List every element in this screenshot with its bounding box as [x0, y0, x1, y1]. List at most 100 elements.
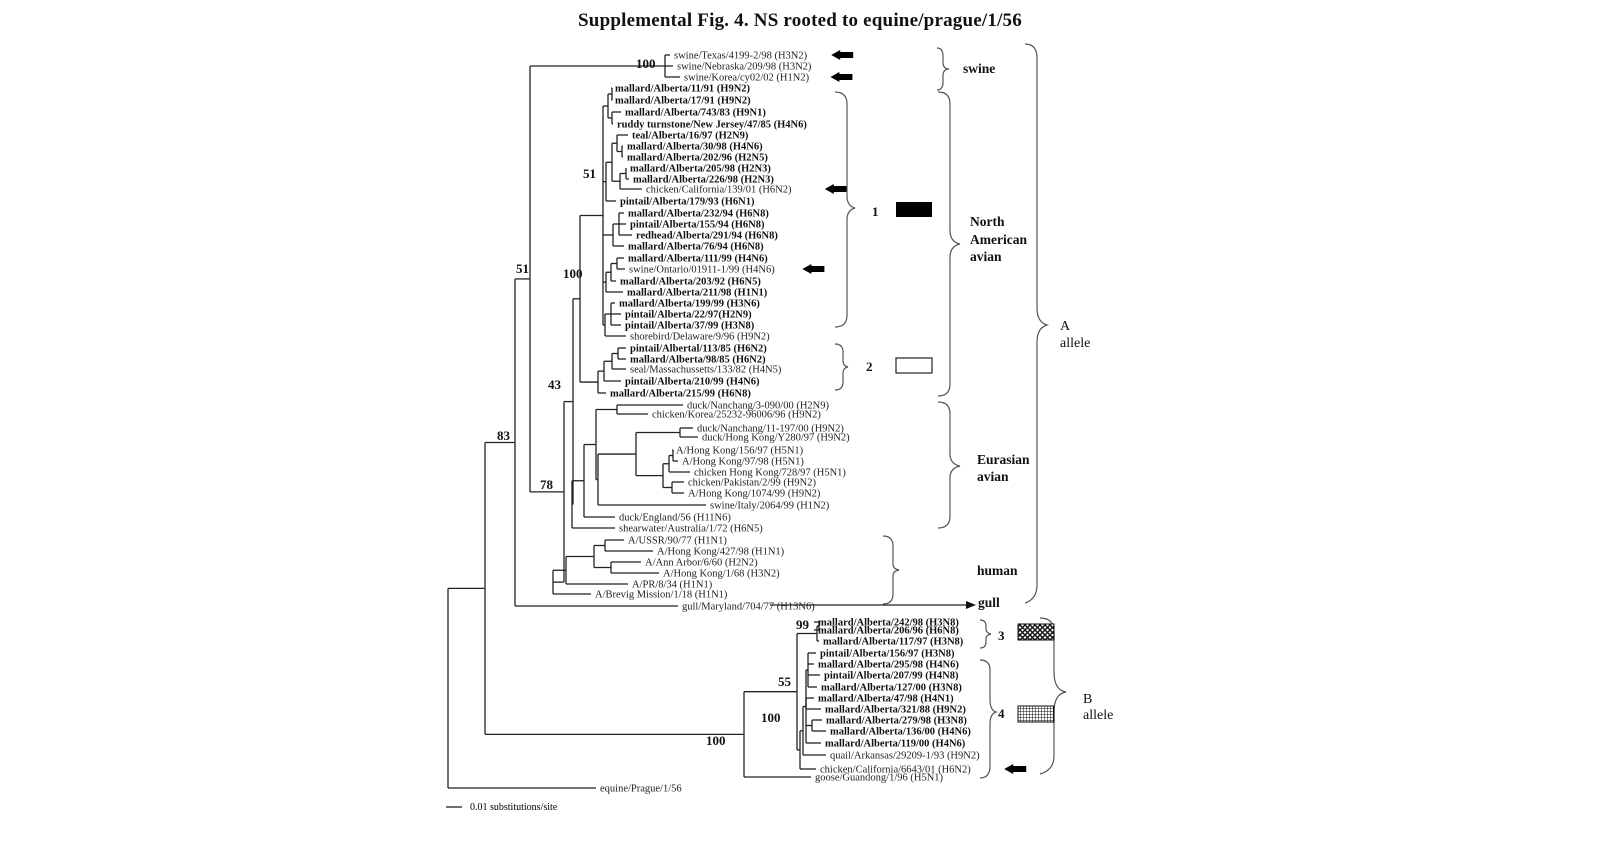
brace-eurasian [937, 401, 961, 529]
taxon-label: quail/Arkansas/29209-1/93 (H9N2) [830, 751, 980, 762]
taxon-label: swine/Italy/2064/99 (H1N2) [710, 501, 830, 512]
taxon-label: mallard/Alberta/98/85 (H6N2) [630, 355, 766, 366]
bootstrap-value: 51 [516, 261, 529, 276]
taxon-label: pintail/Albertal/113/85 (H6N2) [630, 344, 767, 355]
taxon-label: A/PR/8/34 (H1N1) [632, 580, 713, 591]
marker-box-3 [1017, 623, 1055, 641]
highlight-arrow-icon [824, 184, 847, 194]
bootstrap-value: 83 [497, 428, 511, 443]
bootstrap-value: 100 [706, 733, 726, 748]
taxon-label: mallard/Alberta/211/98 (H1N1) [627, 288, 768, 299]
taxon-label: mallard/Alberta/30/98 (H4N6) [627, 142, 763, 153]
taxon-label: chicken/Korea/25232-96006/96 (H9N2) [652, 410, 821, 421]
group-label-eurasian-line1: Eurasian [977, 452, 1030, 467]
taxon-label: A/Hong Kong/1/68 (H3N2) [663, 569, 780, 580]
b-allele-label-line1: B [1083, 692, 1092, 707]
taxon-label: mallard/Alberta/242/98 (H3N8) [818, 618, 959, 629]
a-allele-label-line2: allele [1060, 336, 1090, 351]
bootstrap-value: 55 [778, 674, 792, 689]
taxon-label: pintail/Alberta/207/99 (H4N8) [824, 671, 959, 682]
group-label-eurasian-line2: avian [977, 469, 1009, 484]
marker-box-4 [1017, 705, 1055, 723]
taxon-label: mallard/Alberta/215/99 (H6N8) [610, 389, 751, 400]
taxon-label: pintail/Alberta/22/97(H2N9) [625, 310, 752, 321]
highlight-arrow-icon [1004, 764, 1027, 774]
taxon-label: mallard/Alberta/279/98 (H3N8) [826, 716, 967, 727]
group-label-swine: swine [963, 61, 995, 76]
group-label-na-line1: North [970, 214, 1005, 229]
taxon-label: mallard/Alberta/76/94 (H6N8) [628, 242, 764, 253]
taxon-label: equine/Prague/1/56 [600, 784, 682, 795]
taxon-label: mallard/Alberta/295/98 (H4N6) [818, 660, 959, 671]
taxon-label: mallard/Alberta/203/92 (H6N5) [620, 277, 761, 288]
taxon-label: chicken/California/6643/01 (H6N2) [820, 765, 971, 776]
taxon-label: mallard/Alberta/17/91 (H9N2) [615, 96, 751, 107]
highlight-arrow-icon [831, 50, 854, 60]
taxon-label: chicken Hong Kong/728/97 (H5N1) [694, 468, 846, 479]
taxon-label: mallard/Alberta/111/99 (H4N6) [628, 254, 768, 265]
taxon-label: A/Hong Kong/97/98 (H5N1) [682, 457, 804, 468]
clade-annotations: swine 1 2 North American avian Eurasian … [446, 43, 1113, 813]
taxon-label: goose/Guandong/1/96 (H5N1) [815, 773, 944, 784]
taxon-label: mallard/Alberta/321/88 (H9N2) [825, 705, 966, 716]
taxon-label: duck/Hong Kong/Y280/97 (H9N2) [702, 433, 850, 444]
taxon-label: teal/Alberta/16/97 (H2N9) [632, 131, 749, 142]
figure-title: Supplemental Fig. 4. NS rooted to equine… [578, 10, 1022, 31]
brace-b-allele [1039, 617, 1067, 775]
brace-sub1 [834, 91, 856, 328]
taxon-label: pintail/Alberta/210/99 (H4N6) [625, 377, 760, 388]
brace-na-avian [937, 91, 961, 397]
taxon-label: mallard/Alberta/119/00 (H4N6) [825, 739, 966, 750]
taxon-label: pintail/Alberta/179/93 (H6N1) [620, 197, 755, 208]
taxon-label: swine/Ontario/01911-1/99 (H4N6) [629, 265, 775, 276]
taxon-label: mallard/Alberta/202/96 (H2N5) [627, 153, 768, 164]
bootstrap-value: 43 [548, 377, 562, 392]
taxon-label: mallard/Alberta/117/97 (H3N8) [823, 637, 964, 648]
taxon-label: swine/Nebraska/209/98 (H3N2) [677, 62, 812, 73]
taxon-label: mallard/Alberta/47/98 (H4N1) [818, 694, 954, 705]
taxon-label: shearwater/Australia/1/72 (H6N5) [619, 524, 763, 535]
brace-sub3 [979, 619, 992, 649]
taxon-label: mallard/Alberta/206/96 (H6N8) [818, 626, 959, 637]
group-label-2: 2 [866, 359, 873, 374]
taxon-label: mallard/Alberta/205/98 (H2N3) [630, 164, 771, 175]
taxon-label: mallard/Alberta/136/00 (H4N6) [830, 727, 971, 738]
taxon-label: A/Ann Arbor/6/60 (H2N2) [645, 558, 758, 569]
taxon-label: A/Brevig Mission/1/18 (H1N1) [595, 590, 728, 601]
taxon-label: A/Hong Kong/156/97 (H5N1) [676, 446, 804, 457]
gull-arrow-head [966, 601, 976, 609]
brace-swine [936, 47, 950, 91]
taxon-labels: swine/Texas/4199-2/98 (H3N2)swine/Nebras… [595, 50, 1027, 795]
brace-human [882, 535, 900, 605]
brace-sub2 [834, 343, 849, 391]
tree-branches [447, 54, 826, 789]
taxon-label: swine/Texas/4199-2/98 (H3N2) [674, 51, 808, 62]
bootstrap-value: 100 [636, 56, 656, 71]
bootstrap-value: 78 [540, 477, 554, 492]
taxon-label: redhead/Alberta/291/94 (H6N8) [636, 231, 778, 242]
group-label-3: 3 [998, 628, 1005, 643]
taxon-label: mallard/Alberta/743/83 (H9N1) [625, 108, 766, 119]
group-label-human: human [977, 563, 1018, 578]
brace-a-allele [1024, 43, 1050, 604]
taxon-label: pintail/Alberta/155/94 (H6N8) [630, 220, 765, 231]
bootstrap-value: 100 [563, 266, 583, 281]
taxon-label: ruddy turnstone/New Jersey/47/85 (H4N6) [617, 120, 807, 131]
taxon-label: chicken/California/139/01 (H6N2) [646, 185, 792, 196]
taxon-label: duck/Nanchang/3-090/00 (H2N9) [687, 401, 830, 412]
scale-bar-label: 0.01 substitutions/site [470, 802, 558, 813]
highlight-arrow-icon [802, 264, 825, 274]
taxon-label: shorebird/Delaware/9/96 (H9N2) [630, 332, 770, 343]
taxon-label: swine/Korea/cy02/02 (H1N2) [684, 73, 810, 84]
brace-sub4 [979, 659, 998, 779]
taxon-label: mallard/Alberta/127/00 (H3N8) [821, 683, 962, 694]
group-label-1: 1 [872, 204, 879, 219]
taxon-label: duck/England/56 (H11N6) [619, 513, 731, 524]
group-label-na-line3: avian [970, 249, 1002, 264]
highlight-arrow-icon [830, 72, 853, 82]
a-allele-label-line1: A [1060, 319, 1071, 334]
bootstrap-value: 100 [761, 710, 781, 725]
group-label-4: 4 [998, 706, 1005, 721]
taxon-label: mallard/Alberta/232/94 (H6N8) [628, 209, 769, 220]
